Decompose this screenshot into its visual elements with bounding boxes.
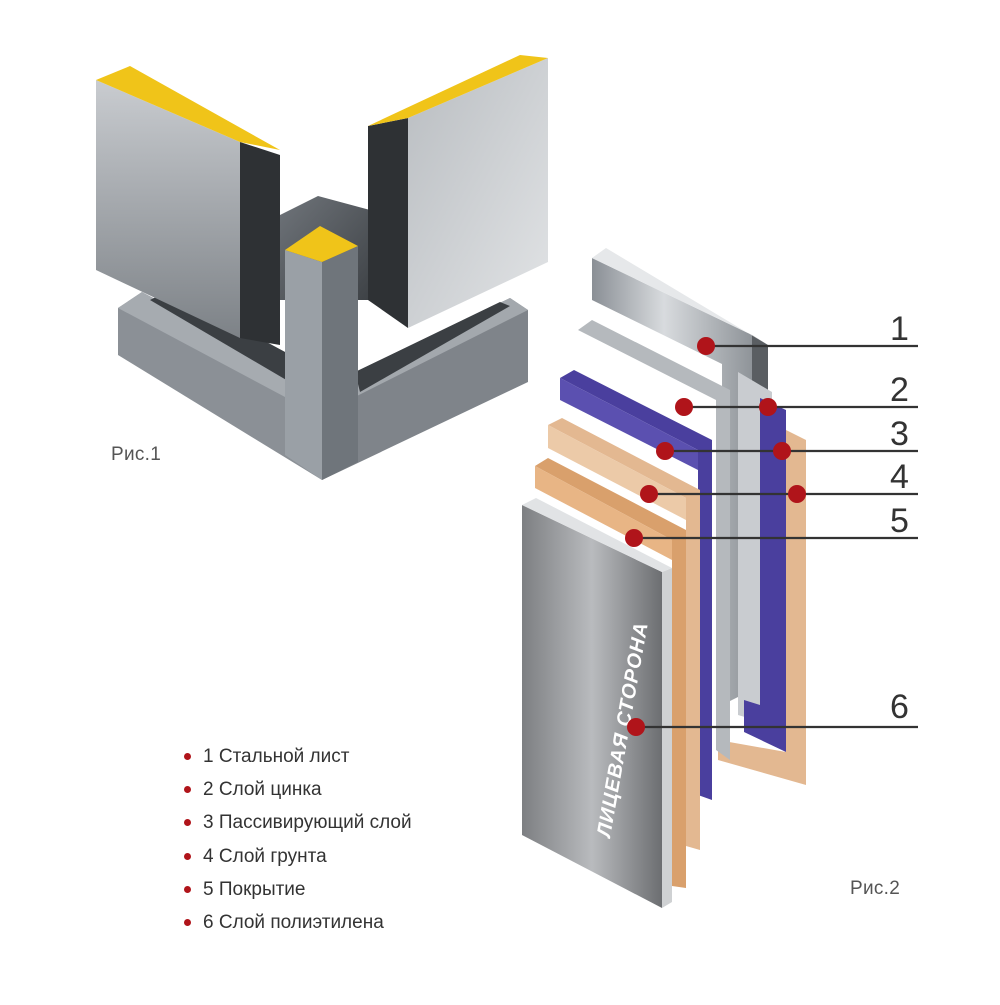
bullet-icon (184, 919, 191, 927)
marker-5 (625, 529, 643, 547)
legend-item-label: 6 Слой полиэтилена (203, 911, 384, 933)
legend-item: 4 Слой грунта (184, 840, 412, 873)
panel-left-face (96, 80, 240, 338)
marker-2b (759, 398, 777, 416)
callout-number-2: 2 (890, 371, 909, 409)
callout-markers (625, 337, 806, 736)
bullet-icon (184, 753, 191, 761)
figure1-caption: Рис.1 (111, 444, 162, 465)
marker-2a (675, 398, 693, 416)
bullet-icon (184, 852, 191, 860)
callout-number-3: 3 (890, 415, 909, 453)
legend-item: 1 Стальной лист (184, 740, 412, 773)
frame-base-left (118, 292, 322, 480)
layer-face-sheet (522, 505, 662, 908)
legend-item-label: 4 Слой грунта (203, 845, 327, 867)
corner-post-side (322, 246, 358, 480)
callout-lines (634, 344, 918, 729)
marker-4b (788, 485, 806, 503)
panel-left-insulation-top (96, 66, 280, 150)
frame-groove-right (355, 302, 510, 392)
layer-passivating-right (744, 398, 786, 752)
frame-base-left-top (118, 292, 322, 405)
layer-steel-back (592, 258, 752, 705)
panel-right-insulation-top (368, 55, 548, 126)
panel-right-face (408, 58, 548, 328)
legend-item: 3 Пассивирующий слой (184, 806, 412, 839)
corner-post-insulation-top (285, 226, 358, 262)
legend-item-label: 3 Пассивирующий слой (203, 812, 412, 834)
callout-number-6: 6 (890, 688, 909, 726)
corner-post-front (285, 250, 322, 480)
frame-groove-left (150, 290, 300, 388)
figure2-caption: Рис.2 (850, 878, 901, 899)
marker-1 (697, 337, 715, 355)
callout-number-5: 5 (890, 502, 909, 540)
panel-left-edge (240, 142, 280, 345)
figure1-corner-joint (96, 55, 548, 480)
frame-base-right (322, 298, 528, 480)
legend-item-label: 1 Стальной лист (203, 746, 350, 767)
legend-item-label: 2 Слой цинка (203, 779, 322, 801)
legend-item-label: 5 Покрытие (203, 878, 306, 900)
legend-item: 5 Покрытие (184, 873, 412, 906)
bullet-icon (184, 786, 191, 794)
panel-right-edge (368, 118, 408, 328)
legend-item: 6 Слой полиэтилена (184, 906, 412, 939)
layer-steel-back-top (592, 248, 768, 345)
figure2-layer-stack: ЛИЦЕВАЯ СТОРОНА (522, 248, 918, 908)
marker-4a (640, 485, 658, 503)
layer-legend: 1 Стальной лист 2 Слой цинка 3 Пассивиру… (184, 740, 412, 939)
marker-6 (627, 718, 645, 736)
layer-face-sheet-top (522, 498, 672, 572)
bullet-icon (184, 819, 191, 827)
callout-number-1: 1 (890, 310, 909, 348)
marker-3a (656, 442, 674, 460)
callout-number-4: 4 (890, 458, 909, 496)
marker-3b (773, 442, 791, 460)
bullet-icon (184, 885, 191, 893)
legend-item: 2 Слой цинка (184, 773, 412, 806)
layer-face-sheet-edge (662, 568, 672, 908)
